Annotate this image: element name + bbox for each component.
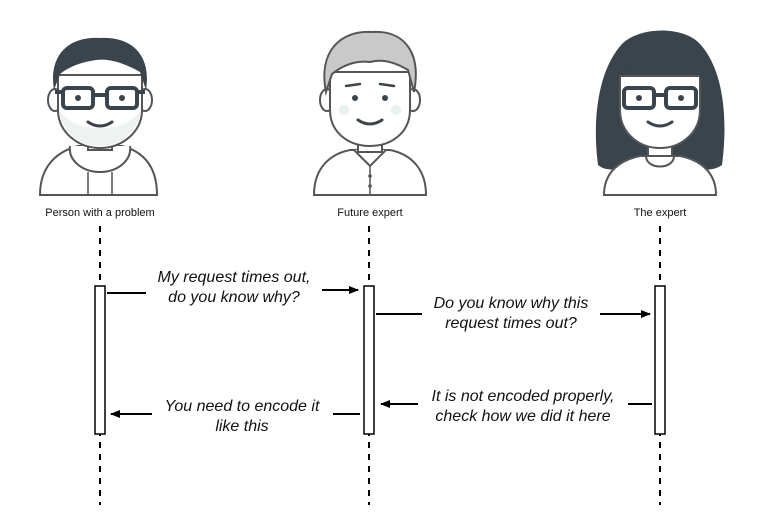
message-2-line-1: Do you know why this <box>433 295 589 312</box>
message-2-line-2: request times out? <box>445 315 577 332</box>
message-1-line-2: do you know why? <box>168 289 300 306</box>
message-4-line-1: You need to encode it <box>164 398 320 415</box>
message-arrow-1 <box>107 286 359 294</box>
activation-bar-future-expert <box>363 285 375 435</box>
future-expert-avatar <box>312 30 428 196</box>
message-text-3: It is not encoded properly, check how we… <box>408 387 638 427</box>
person-with-problem-avatar <box>38 37 159 196</box>
message-4-line-2: like this <box>215 418 269 435</box>
actor-label-future-expert: Future expert <box>337 207 403 219</box>
actor-label-person-with-problem: Person with a problem <box>45 207 155 219</box>
message-3-line-2: check how we did it here <box>435 408 611 425</box>
message-text-4: You need to encode it like this <box>142 397 342 437</box>
message-1-line-1: My request times out, <box>157 269 311 286</box>
message-3-line-1: It is not encoded properly, <box>431 388 615 405</box>
the-expert-avatar <box>595 30 725 196</box>
message-text-2: Do you know why this request times out? <box>406 294 616 334</box>
actor-label-the-expert: The expert <box>633 207 687 219</box>
activation-bar-the-expert <box>654 285 666 435</box>
activation-bar-person-with-problem <box>94 285 106 435</box>
message-text-1: My request times out, do you know why? <box>134 268 334 308</box>
